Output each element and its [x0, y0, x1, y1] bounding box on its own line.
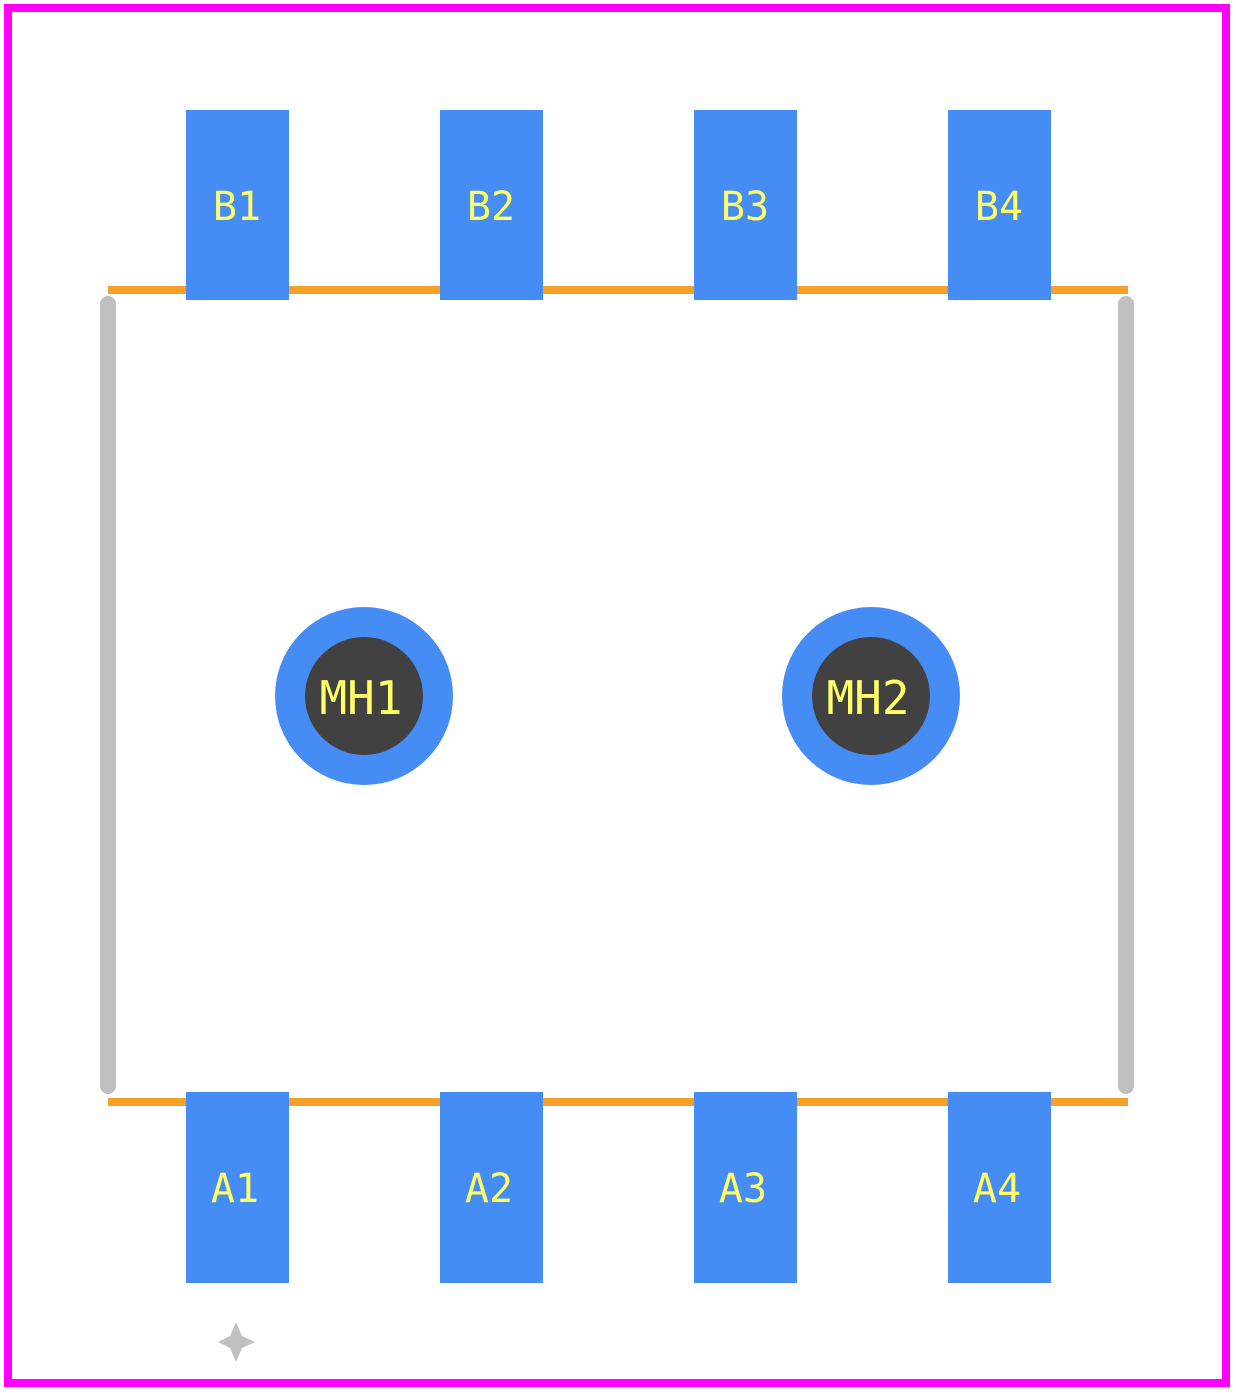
- pad-label: A3: [719, 1166, 767, 1212]
- pad-label: A2: [465, 1166, 513, 1212]
- pad-a1: A1: [186, 1092, 289, 1283]
- pad-b2: B2: [440, 110, 543, 300]
- mounting-hole-mh1: MH1: [275, 607, 453, 785]
- pad-label: B1: [213, 184, 261, 230]
- mounting-hole-label: MH2: [826, 671, 909, 725]
- pad-b3: B3: [694, 110, 797, 300]
- pad-label: B4: [975, 184, 1023, 230]
- pad-label: B3: [721, 184, 769, 230]
- pad-label: A4: [973, 1166, 1021, 1212]
- mounting-hole-label: MH1: [319, 671, 402, 725]
- pad-label: B2: [467, 184, 515, 230]
- pad-a3: A3: [694, 1092, 797, 1283]
- pad-a4: A4: [948, 1092, 1051, 1283]
- origin-cross-icon: [218, 1322, 255, 1362]
- pad-b4: B4: [948, 110, 1051, 300]
- pad-a2: A2: [440, 1092, 543, 1283]
- pad-b1: B1: [186, 110, 289, 300]
- mounting-hole-mh2: MH2: [782, 607, 960, 785]
- pad-label: A1: [211, 1166, 259, 1212]
- courtyard-outline: [4, 4, 1230, 1387]
